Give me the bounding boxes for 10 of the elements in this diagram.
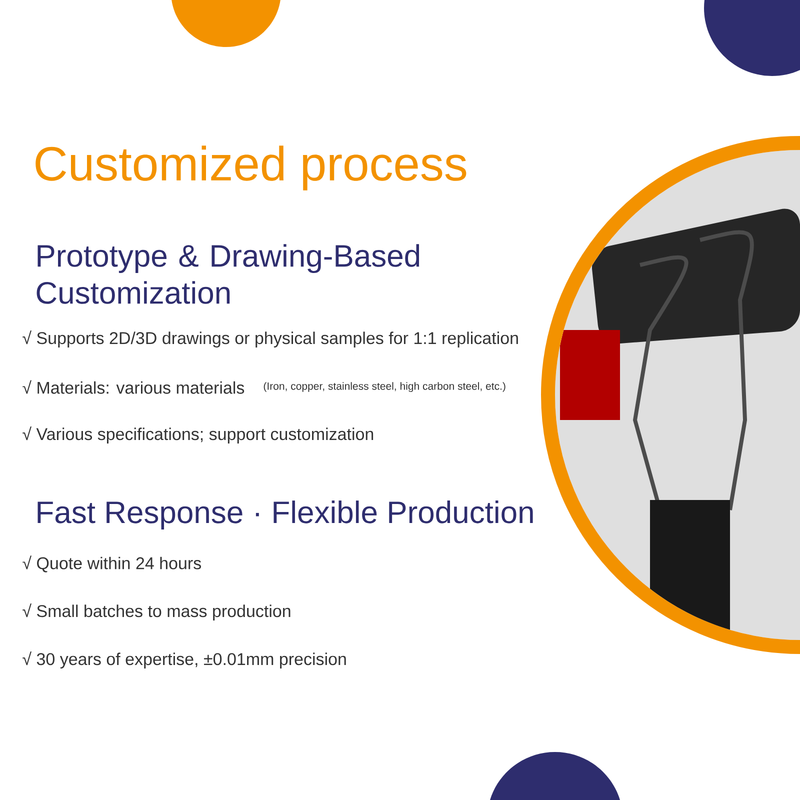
bullet-text: √ Quote within 24 hours — [22, 556, 201, 572]
heading: Fast Response · Flexible Production — [38, 500, 533, 530]
bullet-text: √ Various specifications; support customization — [22, 426, 374, 444]
title: Customized process — [36, 146, 466, 190]
bullet-text: √ Supports 2D/3D drawings or physical samples for 1:1 replication — [22, 330, 518, 348]
note-text: (Iron, copper, stainless steel, high carbon steel, etc.) — [264, 382, 506, 392]
bullet-text: √ 30 years of expertise, ±0.01mm precision — [22, 652, 346, 668]
bullet-text: √ Materials: various materials — [22, 380, 244, 394]
heading: Prototype & Drawing-Based Customization — [36, 244, 420, 304]
bullet-text: √ Small batches to mass production — [22, 604, 290, 620]
